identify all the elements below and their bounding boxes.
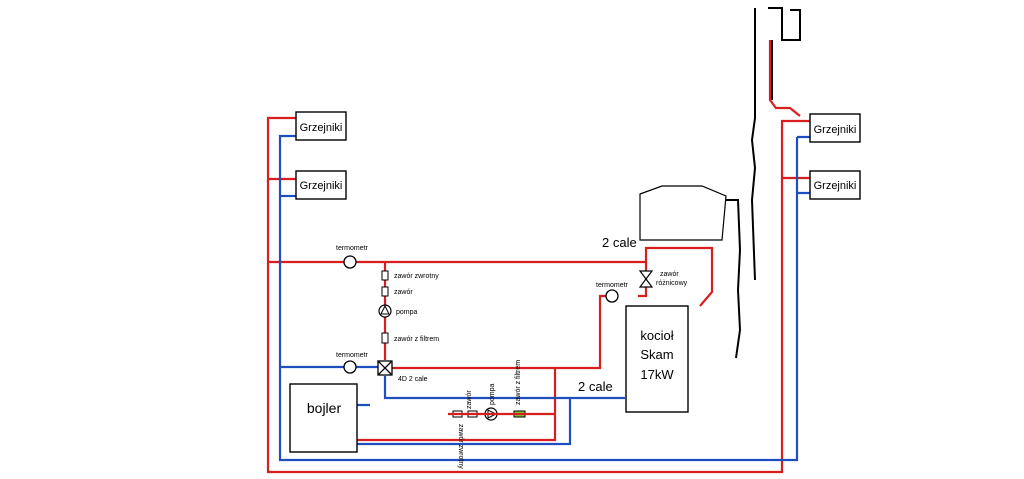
filter-valve: zawór z filtrem bbox=[381, 332, 439, 344]
diff-valve-label-2: różnicowy bbox=[656, 280, 688, 287]
return-pipe-mixer-bottom bbox=[383, 376, 625, 400]
boiler-kociol: kocioł Skam 17kW bbox=[625, 305, 689, 413]
diff-valve-label-1: zawór bbox=[660, 271, 679, 278]
radiator-label: Grzejniki bbox=[300, 180, 343, 192]
radiator-right-bottom: Grzejniki bbox=[809, 170, 861, 200]
pipe-size-top: 2 cale bbox=[602, 235, 637, 250]
radiator-left-top: Grzejniki bbox=[295, 111, 347, 141]
expansion-tank-outline bbox=[639, 185, 727, 241]
bottom-filter-valve-label: zawór z filtrem bbox=[515, 360, 522, 405]
chimney-wall-right bbox=[768, 7, 801, 41]
mixing-valve-label: 4D 2 cale bbox=[398, 376, 428, 383]
thermometer-label: termometr bbox=[596, 282, 629, 289]
supply-pipe-outer bbox=[266, 116, 810, 474]
thermometer-top: termometr bbox=[336, 245, 369, 269]
radiator-label: Grzejniki bbox=[814, 180, 857, 192]
boiler-label-3: 17kW bbox=[640, 367, 674, 382]
thermometer-label: termometr bbox=[336, 245, 369, 252]
supply-pipe-diff-valve bbox=[638, 262, 648, 298]
bottom-valve-label: zawór bbox=[466, 390, 473, 409]
chimney bbox=[722, 7, 801, 359]
pipe-size-bottom: 2 cale bbox=[578, 379, 613, 394]
return-pipe-outer bbox=[278, 134, 810, 462]
bottom-check-valve-label: zawór zwrotny bbox=[457, 424, 464, 469]
mixing-valve: 4D 2 cale bbox=[377, 360, 428, 383]
filter-valve-label: zawór z filtrem bbox=[394, 336, 439, 343]
flue-pipe bbox=[722, 199, 742, 359]
return-pipes bbox=[278, 134, 810, 462]
radiator-label: Grzejniki bbox=[300, 122, 343, 134]
chimney-wall-left bbox=[750, 8, 757, 281]
radiator-left-bottom: Grzejniki bbox=[295, 170, 347, 200]
return-pipe-right-radiator-1 bbox=[795, 135, 810, 193]
thermometer-mid: termometr bbox=[336, 352, 369, 374]
supply-pipe-main bbox=[268, 246, 714, 307]
supply-pipe-chimney bbox=[768, 40, 801, 117]
supply-pipe-mixer-boiler bbox=[392, 294, 612, 370]
return-pipe-tank bbox=[357, 398, 572, 446]
check-valve: zawór zwrotny bbox=[381, 270, 439, 281]
supply-pipe-tank bbox=[357, 368, 557, 442]
valve-label: zawór bbox=[394, 289, 413, 296]
radiator-right-top: Grzejniki bbox=[809, 113, 861, 143]
check-valve-label: zawór zwrotny bbox=[394, 273, 439, 280]
pump: pompa bbox=[378, 304, 418, 318]
water-tank-bojler: bojler bbox=[289, 383, 358, 453]
bottom-pump-label: pompa bbox=[489, 383, 496, 405]
boiler-label-2: Skam bbox=[640, 347, 673, 362]
boiler-label-1: kocioł bbox=[640, 328, 673, 343]
thermometer-label: termometr bbox=[336, 352, 369, 359]
differential-valve: zawór różnicowy bbox=[638, 270, 688, 288]
bottom-valve: zawór bbox=[466, 390, 478, 418]
radiator-label: Grzejniki bbox=[814, 124, 857, 136]
thermometer-boiler: termometr bbox=[596, 282, 629, 303]
pump-label: pompa bbox=[396, 309, 418, 316]
tank-label: bojler bbox=[307, 400, 342, 416]
valve: zawór bbox=[381, 286, 413, 297]
